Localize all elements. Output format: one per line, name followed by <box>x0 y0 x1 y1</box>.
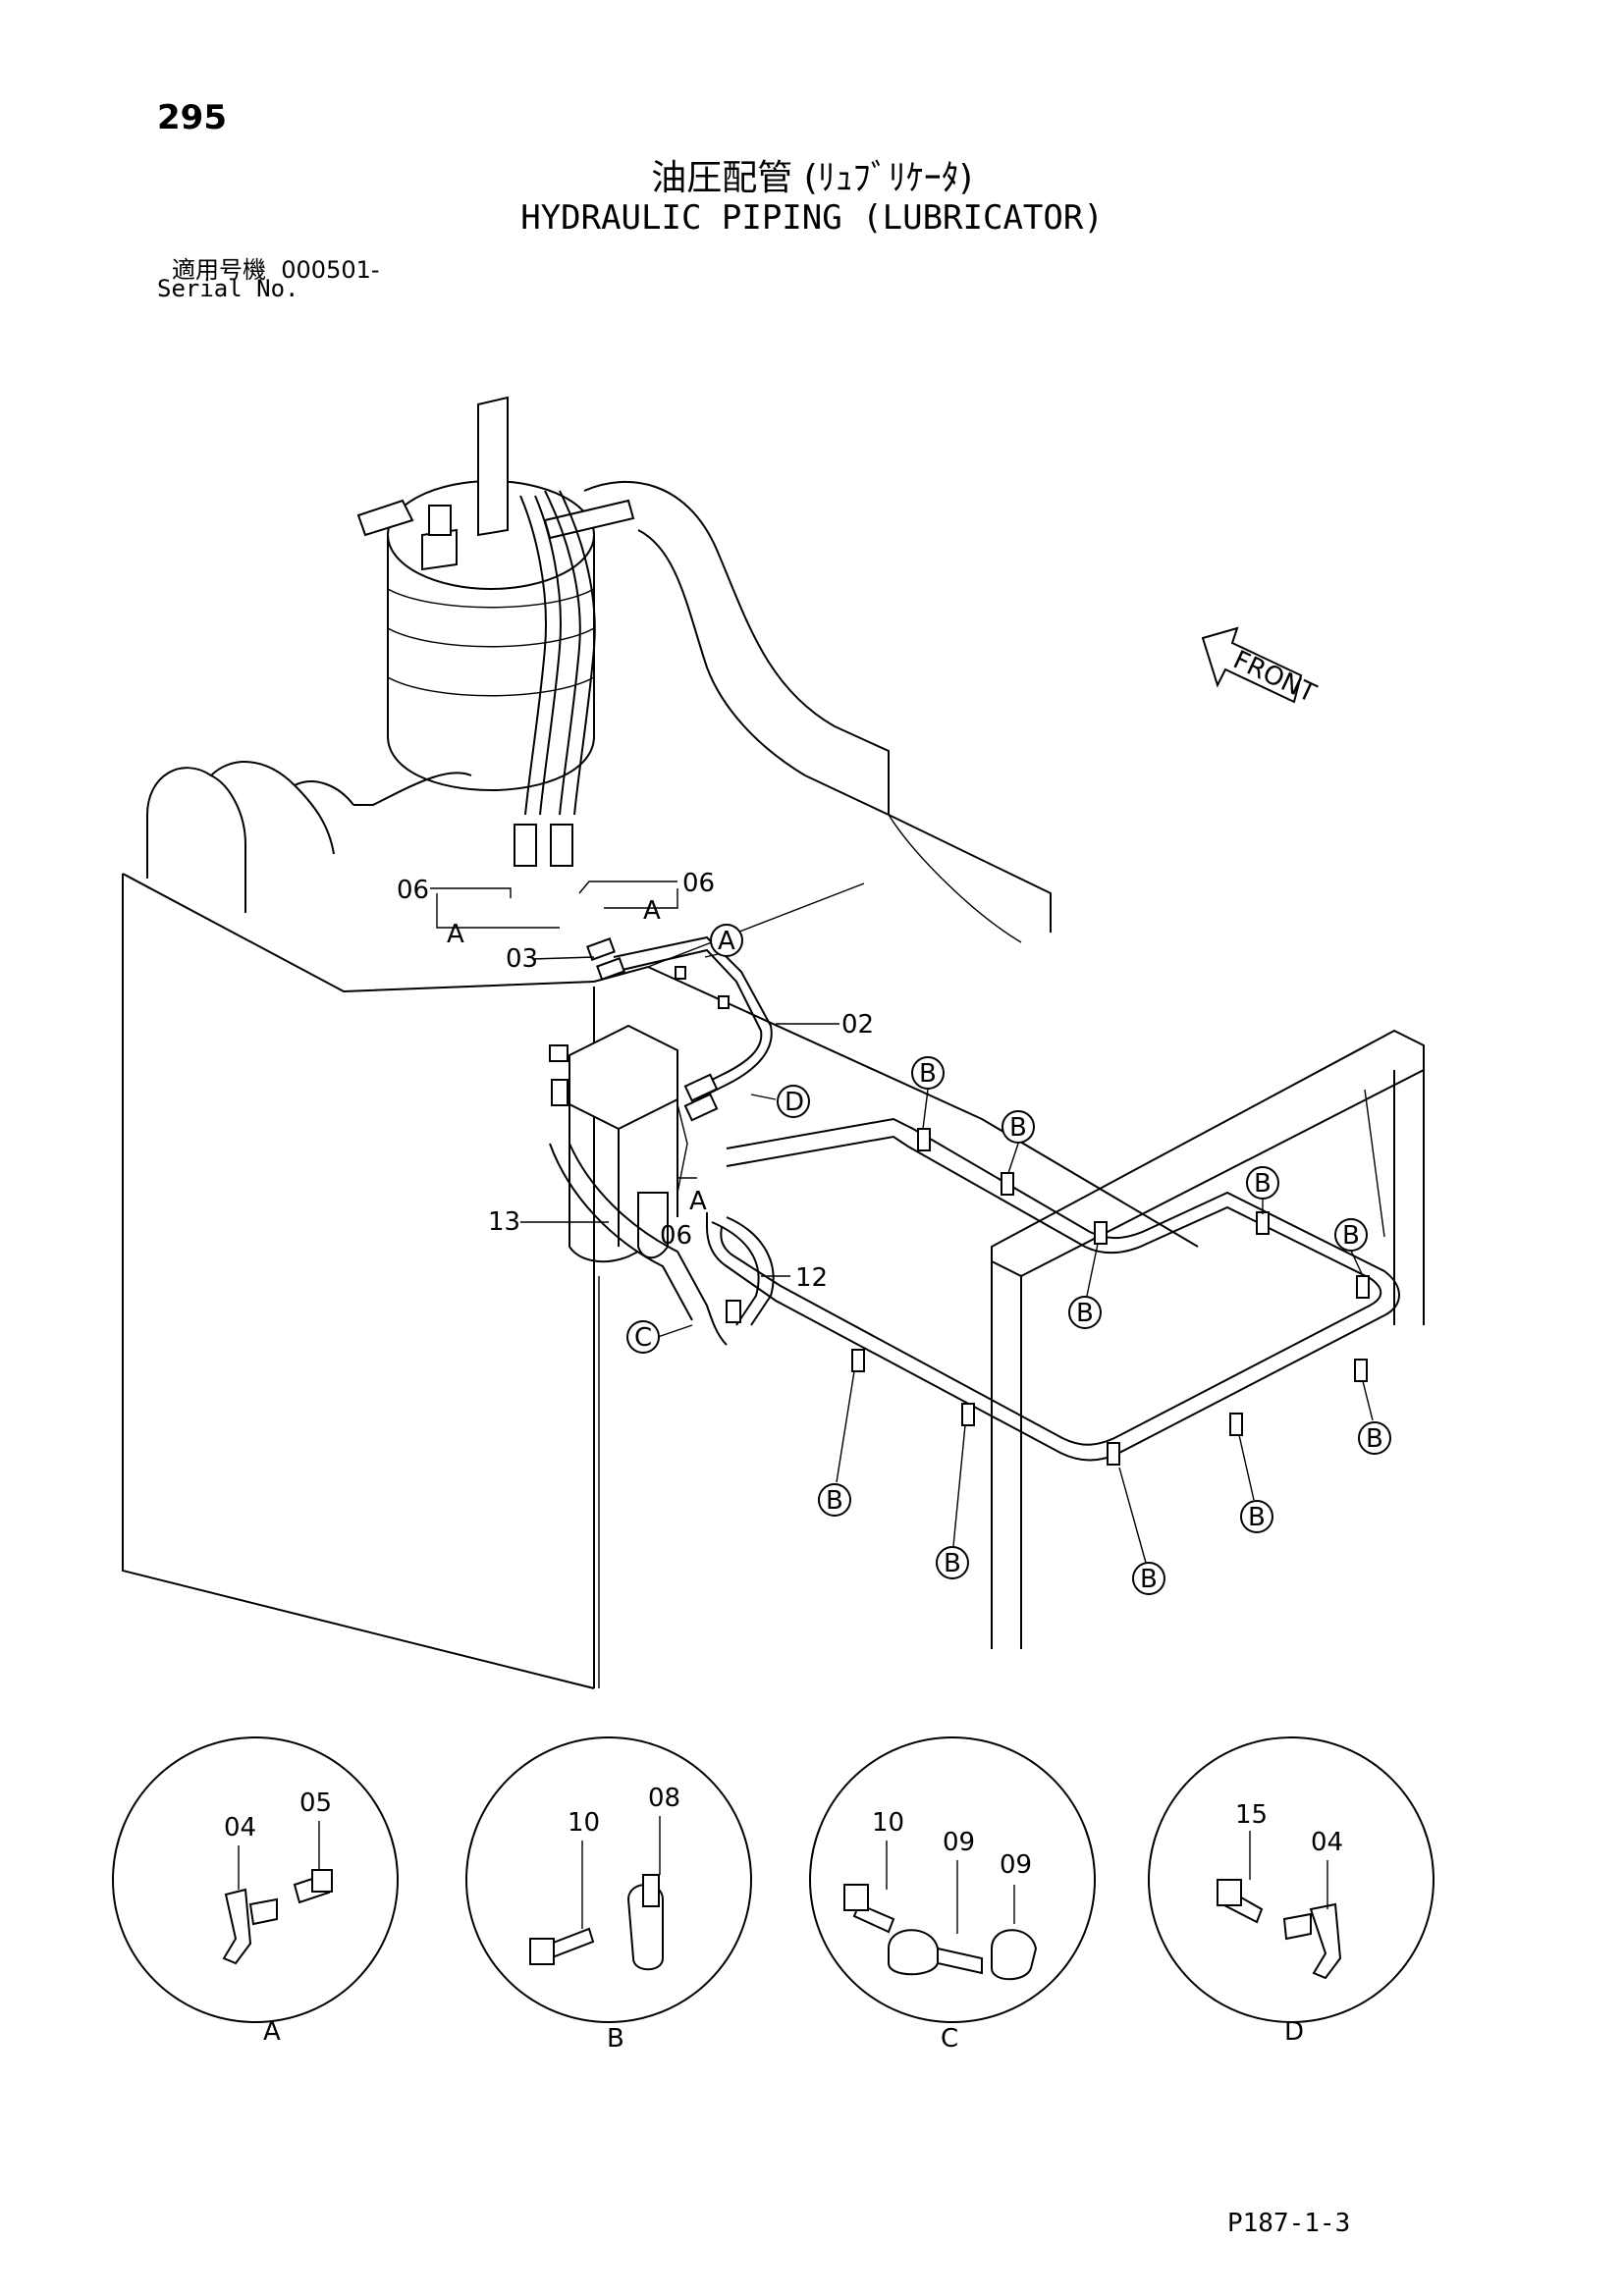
label-a-right: A <box>643 896 661 926</box>
callout-b-5: B <box>1342 1221 1360 1251</box>
lubricator-tank <box>356 396 635 867</box>
detail-c-label-09-b: 09 <box>1000 1850 1032 1880</box>
detail-a-name: A <box>263 2017 281 2047</box>
detail-c-label-09-a: 09 <box>943 1828 975 1857</box>
callout-b-4: B <box>1254 1169 1272 1199</box>
label-06-right: 06 <box>682 869 715 898</box>
title-english: HYDRAULIC PIPING (LUBRICATOR) <box>520 198 1104 238</box>
page-code: P187-1-3 <box>1227 2209 1351 2238</box>
front-arrow: FRONT <box>1201 626 1321 709</box>
callout-b-1: B <box>919 1059 937 1089</box>
front-label: FRONT <box>1228 645 1320 709</box>
title-japanese: 油圧配管 (ﾘｭﾌﾞﾘｹｰﾀ) <box>651 158 973 198</box>
label-06-left: 06 <box>397 876 429 905</box>
callout-c: C <box>634 1323 652 1353</box>
detail-d-label-04: 04 <box>1311 1828 1343 1857</box>
serial-label-japanese: 適用号機 000501- <box>172 250 380 285</box>
callouts: A D C B B B B B B B B B <box>626 924 1391 1595</box>
callout-b-3: B <box>1076 1299 1094 1328</box>
serial-label-ja-text: 適用号機 <box>172 256 266 284</box>
detail-b-name: B <box>607 2024 624 2054</box>
callout-b-8: B <box>1140 1565 1158 1594</box>
detail-b-label-08: 08 <box>648 1784 680 1813</box>
detail-b-label-10: 10 <box>568 1808 600 1838</box>
detail-c: 10 09 09 C <box>809 1736 1096 2054</box>
pipe-loop <box>549 1117 1400 1466</box>
label-12: 12 <box>795 1263 828 1293</box>
leader-lines <box>430 881 839 1277</box>
detail-d-name: D <box>1284 2017 1304 2047</box>
callout-b-7: B <box>1248 1503 1266 1532</box>
detail-d-label-15: 15 <box>1235 1800 1268 1830</box>
label-13: 13 <box>488 1207 520 1237</box>
callout-b-6: B <box>1366 1424 1383 1454</box>
label-02: 02 <box>841 1010 874 1040</box>
serial-label-english: Serial No. <box>157 275 299 302</box>
label-a-lower: A <box>689 1187 707 1216</box>
detail-a-label-05: 05 <box>299 1789 332 1818</box>
callout-b-10: B <box>826 1486 843 1516</box>
detail-d: 15 04 D <box>1148 1736 1435 2047</box>
detail-b: 10 08 B <box>465 1736 752 2054</box>
callout-b-2: B <box>1009 1113 1027 1143</box>
filter-assembly <box>549 1024 678 1263</box>
detail-c-name: C <box>941 2024 958 2054</box>
serial-value: 000501- <box>281 256 380 284</box>
detail-a-label-04: 04 <box>224 1813 256 1842</box>
detail-a: 04 05 A <box>112 1736 399 2047</box>
label-03: 03 <box>506 944 538 974</box>
page-number: 295 <box>157 98 227 137</box>
detail-c-label-10: 10 <box>872 1808 904 1838</box>
callout-a: A <box>718 927 735 956</box>
label-a-left: A <box>447 920 464 949</box>
pipe-02-03 <box>586 935 773 1122</box>
callout-b-9: B <box>944 1549 961 1578</box>
callout-d: D <box>785 1088 804 1117</box>
label-06-lower: 06 <box>660 1221 692 1251</box>
